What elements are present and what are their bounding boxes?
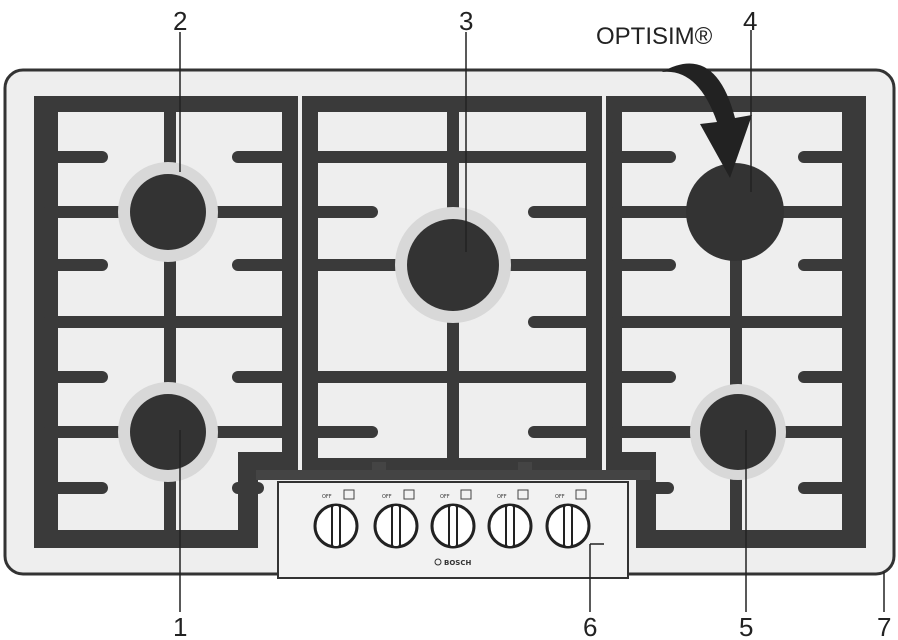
- burner-5: [690, 384, 786, 480]
- burner-4: [686, 163, 784, 261]
- callout-7: 7: [877, 612, 891, 640]
- optisim-label: OPTISIM®: [596, 23, 713, 50]
- callout-6: 6: [583, 612, 597, 640]
- grate-left: [34, 96, 298, 548]
- brand-logo-icon: [434, 558, 442, 566]
- grate-right: [606, 96, 866, 548]
- callout-4: 4: [743, 6, 757, 36]
- callout-2: 2: [173, 6, 187, 36]
- brand-label: BOSCH: [444, 559, 471, 567]
- burner-2: [118, 162, 218, 262]
- knob-5-off-label: OFF: [555, 494, 565, 500]
- callout-1: 1: [173, 612, 187, 640]
- leader-lines: [179, 30, 885, 612]
- grate-center: [302, 96, 602, 472]
- knob-2-off-label: OFF: [382, 494, 392, 500]
- knob-4-off-label: OFF: [497, 494, 507, 500]
- knob-4[interactable]: OFF: [487, 489, 533, 549]
- burner-1: [118, 382, 218, 482]
- optisim-arrow-icon: [662, 63, 752, 179]
- callout-5: 5: [739, 612, 753, 640]
- knob-5[interactable]: OFF: [545, 489, 591, 549]
- knob-1[interactable]: OFF: [313, 489, 359, 549]
- knob-2[interactable]: OFF: [373, 489, 419, 549]
- knob-3[interactable]: OFF: [430, 489, 476, 549]
- callout-3: 3: [459, 6, 473, 36]
- knob-3-off-label: OFF: [440, 494, 450, 500]
- knob-1-off-label: OFF: [322, 494, 332, 500]
- burner-3: [395, 207, 511, 323]
